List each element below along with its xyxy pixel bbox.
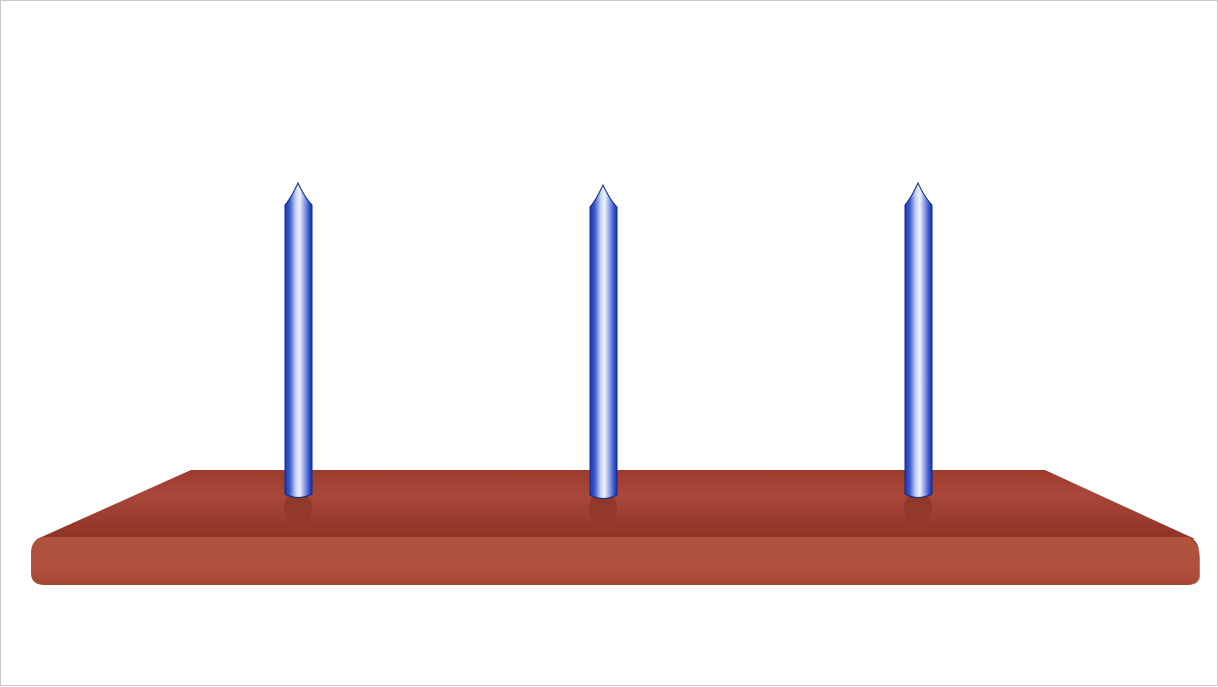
peg-rod [284,181,313,498]
peg-rod [904,181,933,498]
board-front-face [31,537,1199,585]
peg-middle[interactable] [589,183,618,527]
peg-left[interactable] [284,181,313,527]
peg-right[interactable] [904,181,933,527]
peg-shadow [284,491,312,527]
board-front-edge-shadow [1187,537,1200,585]
peg-shadow [589,491,617,527]
peg-rod [589,183,618,499]
peg-shadow [904,491,932,527]
